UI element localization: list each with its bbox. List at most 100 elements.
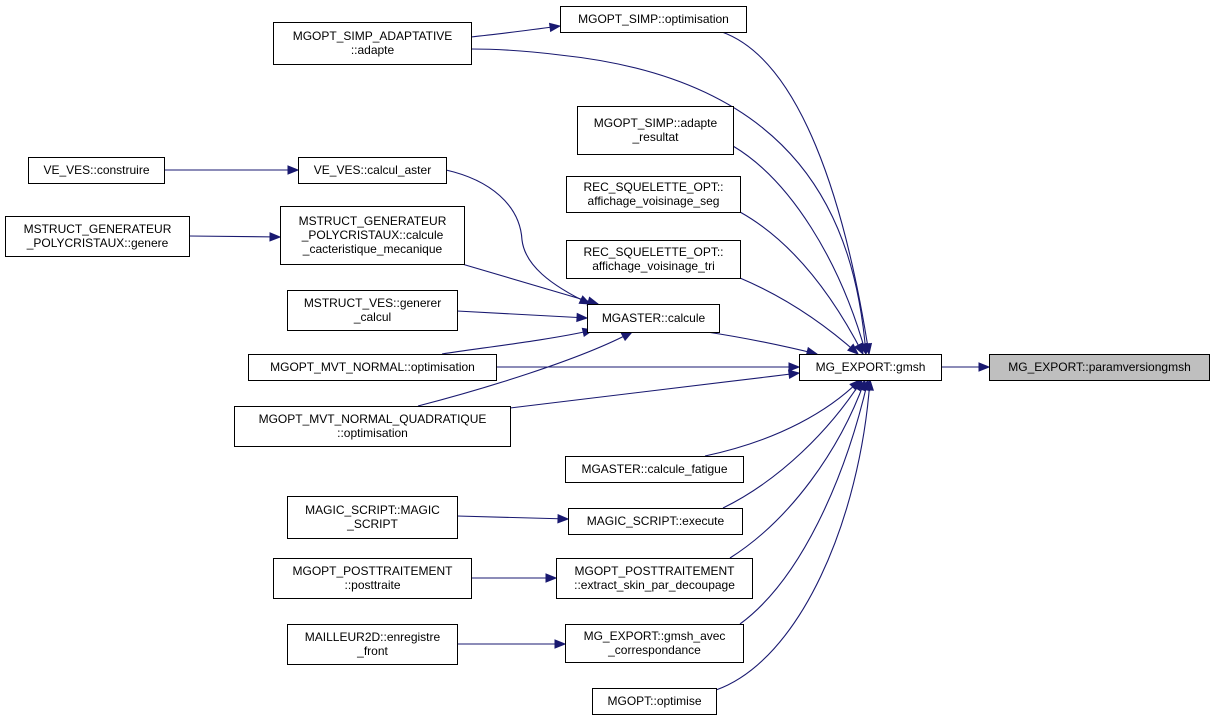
node-label: REC_SQUELETTE_OPT:: xyxy=(583,180,723,194)
arrowhead xyxy=(554,639,567,649)
node-box xyxy=(565,456,744,483)
node-label: ::adapte xyxy=(351,43,395,57)
edge-mgaster_calcule-to-gmsh xyxy=(706,331,818,355)
node-simp_opt[interactable]: MGOPT_SIMP::optimisation xyxy=(560,6,747,33)
node-label: MGOPT_MVT_NORMAL_QUADRATIQUE xyxy=(259,412,487,426)
node-ve_calcul_aster[interactable]: VE_VES::calcul_aster xyxy=(298,157,447,184)
node-magic_execute[interactable]: MAGIC_SCRIPT::execute xyxy=(568,508,743,535)
node-label: ::posttraite xyxy=(344,578,400,592)
node-box xyxy=(273,22,472,65)
node-label: affichage_voisinage_seg xyxy=(588,194,720,208)
node-rec_tri[interactable]: REC_SQUELETTE_OPT::affichage_voisinage_t… xyxy=(566,240,741,279)
node-mgaster_fatigue[interactable]: MGASTER::calcule_fatigue xyxy=(565,456,744,483)
node-box xyxy=(577,106,734,155)
arrowhead xyxy=(788,362,801,372)
edge-mgopt_optimise-to-gmsh xyxy=(715,379,871,691)
arrowhead xyxy=(269,232,282,242)
edge-mvt_normal_opt-to-mgaster_calcule xyxy=(441,329,594,355)
edge-mvt_quad_opt-to-gmsh xyxy=(509,372,800,409)
arrowhead xyxy=(557,513,570,524)
node-label: MAGIC_SCRIPT::MAGIC xyxy=(305,503,440,517)
node-label: REC_SQUELETTE_OPT:: xyxy=(583,245,723,259)
arrowhead xyxy=(545,573,558,583)
node-label: MGOPT_SIMP_ADAPTATIVE xyxy=(293,29,453,43)
node-box xyxy=(298,157,447,184)
node-label: VE_VES::calcul_aster xyxy=(314,163,431,177)
edge-mstruct_poly_calcule-to-mgaster_calcule xyxy=(461,263,599,305)
node-mgaster_calcule[interactable]: MGASTER::calcule xyxy=(587,304,720,333)
node-label: MGOPT_MVT_NORMAL::optimisation xyxy=(270,360,475,374)
node-mstruct_poly_calcule[interactable]: MSTRUCT_GENERATEUR_POLYCRISTAUX::calcule… xyxy=(280,206,465,265)
node-label: MAGIC_SCRIPT::execute xyxy=(587,514,725,528)
edge-mstruct_ves_generer-to-mgaster_calcule xyxy=(456,310,588,319)
arrowhead xyxy=(847,343,860,355)
node-box xyxy=(560,6,747,33)
node-mvt_normal_opt[interactable]: MGOPT_MVT_NORMAL::optimisation xyxy=(248,354,497,381)
arrowhead xyxy=(864,378,874,391)
node-mstruct_poly_genere[interactable]: MSTRUCT_GENERATEUR_POLYCRISTAUX::genere xyxy=(5,216,190,257)
node-label: _SCRIPT xyxy=(346,517,398,531)
node-box xyxy=(287,624,458,665)
edge-post_extract-to-gmsh xyxy=(729,379,866,559)
node-label: ::extract_skin_par_decoupage xyxy=(574,578,735,592)
edge-mstruct_poly_genere-to-mstruct_poly_calcule xyxy=(188,235,281,238)
node-label: MAILLEUR2D::enregistre xyxy=(305,630,441,644)
node-rec_seg[interactable]: REC_SQUELETTE_OPT::affichage_voisinage_s… xyxy=(566,176,741,213)
edge-magic_ctor-to-magic_execute xyxy=(456,515,569,520)
node-simp_adaptative[interactable]: MGOPT_SIMP_ADAPTATIVE::adapte xyxy=(273,22,472,65)
node-label: MG_EXPORT::gmsh_avec xyxy=(584,629,726,643)
node-mvt_quad_opt[interactable]: MGOPT_MVT_NORMAL_QUADRATIQUE::optimisati… xyxy=(234,406,511,447)
arrowhead xyxy=(978,362,991,372)
node-label: affichage_voisinage_tri xyxy=(592,259,715,273)
node-post_extract[interactable]: MGOPT_POSTTRAITEMENT::extract_skin_par_d… xyxy=(556,558,753,599)
node-label: ::optimisation xyxy=(337,426,408,440)
node-label: MSTRUCT_VES::generer xyxy=(304,296,441,310)
node-label: MSTRUCT_GENERATEUR xyxy=(24,222,172,236)
node-label: MG_EXPORT::gmsh xyxy=(816,360,926,374)
edge-simp_adaptative-to-simp_opt xyxy=(470,25,561,38)
edge-mvt_quad_opt-to-mgaster_calcule xyxy=(417,331,633,407)
node-box xyxy=(799,354,942,381)
node-label: MGOPT_POSTTRAITEMENT xyxy=(574,564,735,578)
node-label: _calcul xyxy=(353,310,391,324)
node-mailleur_front[interactable]: MAILLEUR2D::enregistre_front xyxy=(287,624,458,665)
node-label: MGOPT::optimise xyxy=(607,694,701,708)
node-box xyxy=(287,290,458,331)
node-ve_construire[interactable]: VE_VES::construire xyxy=(28,157,165,184)
node-label: MGOPT_SIMP::adapte xyxy=(594,116,718,130)
node-label: MSTRUCT_GENERATEUR xyxy=(299,214,447,228)
node-box xyxy=(5,216,190,257)
node-simp_adapte_res[interactable]: MGOPT_SIMP::adapte_resultat xyxy=(577,106,734,155)
arrowhead xyxy=(287,165,300,175)
edge-ve_calcul_aster-to-mgaster_calcule xyxy=(445,169,591,305)
node-box xyxy=(287,496,458,539)
node-mgopt_optimise[interactable]: MGOPT::optimise xyxy=(592,688,717,715)
node-post_traite[interactable]: MGOPT_POSTTRAITEMENT::posttraite xyxy=(273,558,472,599)
node-box xyxy=(592,688,717,715)
node-label: MGOPT_SIMP::optimisation xyxy=(578,12,729,26)
node-box xyxy=(566,176,741,213)
node-box xyxy=(565,624,744,663)
node-mstruct_ves_generer[interactable]: MSTRUCT_VES::generer_calcul xyxy=(287,290,458,331)
node-box xyxy=(587,304,720,333)
node-label: VE_VES::construire xyxy=(43,163,149,177)
node-label: MGASTER::calcule_fatigue xyxy=(581,462,727,476)
node-paramversiongmsh[interactable]: MG_EXPORT::paramversiongmsh xyxy=(989,354,1210,381)
node-gmsh_avec[interactable]: MG_EXPORT::gmsh_avec_correspondance xyxy=(565,624,744,663)
node-box xyxy=(234,406,511,447)
node-magic_ctor[interactable]: MAGIC_SCRIPT::MAGIC_SCRIPT xyxy=(287,496,458,539)
node-label: MGASTER::calcule xyxy=(602,311,706,325)
node-box xyxy=(989,354,1210,381)
arrowhead xyxy=(548,22,562,33)
node-gmsh[interactable]: MG_EXPORT::gmsh xyxy=(799,354,942,381)
edge-rec_tri-to-gmsh xyxy=(739,277,859,355)
node-label: _front xyxy=(356,644,388,658)
edge-rec_seg-to-gmsh xyxy=(739,211,864,355)
node-label: _resultat xyxy=(631,130,679,144)
node-label: _cacteristique_mecanique xyxy=(302,242,443,256)
node-box xyxy=(28,157,165,184)
edge-simp_opt-to-gmsh xyxy=(721,31,870,355)
node-box xyxy=(248,354,497,381)
node-label: MGOPT_POSTTRAITEMENT xyxy=(292,564,453,578)
